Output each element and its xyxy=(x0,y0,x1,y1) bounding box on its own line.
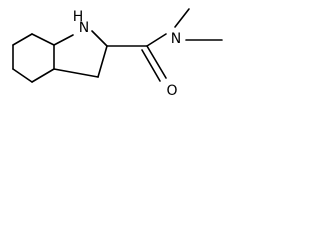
bond-n-methyl-top xyxy=(174,8,190,28)
dimethylamide-group xyxy=(106,8,223,82)
ring-hydrogen-label: H xyxy=(73,9,84,25)
bond-n1-c2 xyxy=(91,30,108,47)
bond-c2-c7a xyxy=(31,33,55,46)
bond-c7a-n1 xyxy=(53,34,74,46)
bond-carbonyl-n xyxy=(146,33,167,47)
pyrrolidine-ring xyxy=(53,30,108,78)
bond-c3-c3a xyxy=(53,68,99,78)
amide-nitrogen-label: N xyxy=(171,31,181,47)
ring-nitrogen-label: N xyxy=(79,20,89,36)
carbonyl-oxygen-label: O xyxy=(166,83,177,99)
bond-carbonyl-o-2 xyxy=(141,49,161,82)
cyclohexane-ring xyxy=(12,33,55,83)
bond-c1-c2 xyxy=(12,33,33,46)
bond-c2-c3 xyxy=(97,45,108,78)
bond-c3a-c4 xyxy=(31,68,55,83)
bond-carbonyl-o-1 xyxy=(146,45,167,79)
molecule-structure: N H N O xyxy=(12,8,223,99)
bond-c4-c5 xyxy=(12,68,33,83)
